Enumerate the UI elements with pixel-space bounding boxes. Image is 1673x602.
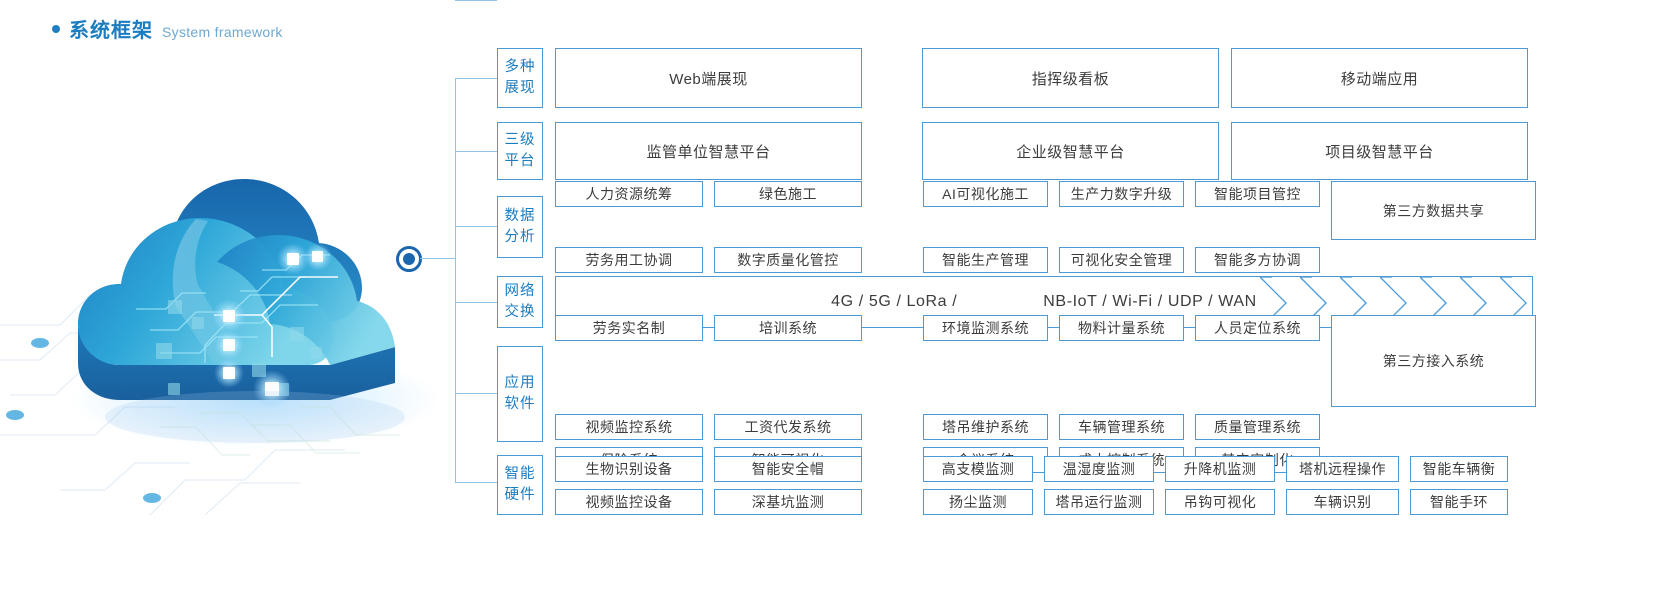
app-left-1-2[interactable]: 培训系统	[714, 315, 862, 341]
page-title: 系统框架 System framework	[52, 14, 283, 43]
row-label-line1: 网络	[504, 282, 536, 299]
branch-line-hardware	[455, 482, 497, 483]
app-mid-1-2[interactable]: 物料计量系统	[1059, 315, 1184, 341]
title-chinese: 系统框架	[69, 20, 153, 42]
branch-line-network	[455, 302, 497, 303]
platform-item-2[interactable]: 企业级智慧平台	[922, 122, 1219, 180]
app-third-party[interactable]: 第三方接入系统	[1331, 315, 1536, 407]
hw-mid-1-1[interactable]: 高支模监测	[923, 455, 1033, 482]
data-mid-1-1[interactable]: AI可视化施工	[923, 181, 1048, 207]
data-mid-2-2[interactable]: 可视化安全管理	[1059, 247, 1184, 273]
hw-mid-2-1[interactable]: 扬尘监测	[923, 488, 1033, 515]
hw-right-1-2[interactable]: 智能车辆衡	[1410, 455, 1508, 482]
data-third-party[interactable]: 第三方数据共享	[1331, 181, 1536, 240]
row-label-presentation: 多种 展现	[497, 48, 543, 108]
branch-line-data-analysis	[455, 0, 497, 1]
network-text-left: 4G / 5G / LoRa /	[831, 293, 958, 310]
hw-mid-1-2[interactable]: 温湿度监测	[1044, 455, 1154, 482]
row-platform: 三级 平台 监管单位智慧平台 企业级智慧平台 项目级智慧平台	[497, 122, 1533, 180]
hw-right-1-1[interactable]: 塔机远程操作	[1286, 455, 1399, 482]
hw-mid-2-3[interactable]: 吊钩可视化	[1165, 488, 1275, 515]
app-mid-2-2[interactable]: 车辆管理系统	[1059, 414, 1184, 440]
app-mid-2-1[interactable]: 塔吊维护系统	[923, 414, 1048, 440]
app-mid-1-3[interactable]: 人员定位系统	[1195, 315, 1320, 341]
row-label-line1: 数据	[504, 207, 536, 224]
row-application-software: 应用 软件 劳务实名制 培训系统 环境监测系统 物料计量系统 人员定位系统 第三…	[497, 315, 1536, 473]
hub-connector-line	[420, 258, 456, 259]
data-mid-1-3[interactable]: 智能项目管控	[1195, 181, 1320, 207]
branch-line-application	[455, 393, 497, 394]
row-label-platform: 三级 平台	[497, 122, 543, 180]
branch-line-data	[455, 226, 497, 227]
data-mid-2-1[interactable]: 智能生产管理	[923, 247, 1048, 273]
branch-line-platform	[455, 151, 497, 152]
presentation-item-2[interactable]: 指挥级看板	[922, 48, 1219, 108]
data-left-1-1[interactable]: 人力资源统筹	[555, 181, 703, 207]
connection-node-icon	[396, 246, 422, 272]
row-label-line1: 智能	[504, 465, 536, 482]
app-left-1-1[interactable]: 劳务实名制	[555, 315, 703, 341]
row-label-line2: 交换	[504, 304, 536, 320]
row-presentation: 多种 展现 Web端展现 指挥级看板 移动端应用	[497, 48, 1533, 108]
data-mid-1-2[interactable]: 生产力数字升级	[1059, 181, 1184, 207]
tree-spine	[455, 78, 456, 482]
data-left-2-2[interactable]: 数字质量化管控	[714, 247, 862, 273]
hw-left-2-2[interactable]: 深基坑监测	[714, 488, 862, 515]
row-label-line1: 多种	[504, 58, 536, 75]
app-mid-2-3[interactable]: 质量管理系统	[1195, 414, 1320, 440]
row-data-analysis: 数据 分析 人力资源统筹 绿色施工 AI可视化施工 生产力数字升级 智能项目管控…	[497, 181, 1536, 273]
row-label-line2: 软件	[504, 396, 536, 412]
row-label-line2: 平台	[504, 153, 536, 169]
presentation-item-3[interactable]: 移动端应用	[1231, 48, 1528, 108]
hw-left-1-2[interactable]: 智能安全帽	[714, 455, 862, 482]
hw-mid-1-3[interactable]: 升降机监测	[1165, 455, 1275, 482]
network-text-right: NB-IoT / Wi-Fi / UDP / WAN	[1043, 293, 1257, 310]
platform-item-1[interactable]: 监管单位智慧平台	[555, 122, 862, 180]
row-label-smart-hardware: 智能 硬件	[497, 455, 543, 515]
cloud-computing-illustration	[0, 95, 470, 515]
bullet-icon	[52, 25, 60, 33]
row-label-network: 网络 交换	[497, 276, 543, 328]
row-label-line2: 分析	[504, 229, 536, 245]
title-english: System framework	[162, 24, 283, 40]
hw-right-2-1[interactable]: 车辆识别	[1286, 488, 1399, 515]
row-smart-hardware: 智能 硬件 生物识别设备 智能安全帽 高支模监测 温湿度监测 升降机监测 塔机远…	[497, 455, 1533, 515]
app-left-2-1[interactable]: 视频监控系统	[555, 414, 703, 440]
row-label-line2: 硬件	[504, 487, 536, 503]
branch-line-presentation	[455, 78, 497, 79]
row-label-line1: 三级	[504, 131, 536, 148]
hw-right-2-2[interactable]: 智能手环	[1410, 488, 1508, 515]
row-label-line1: 应用	[504, 374, 536, 391]
hw-mid-2-2[interactable]: 塔吊运行监测	[1044, 488, 1154, 515]
row-label-application-software: 应用 软件	[497, 346, 543, 442]
hw-left-2-1[interactable]: 视频监控设备	[555, 488, 703, 515]
presentation-item-1[interactable]: Web端展现	[555, 48, 862, 108]
network-flow-arrows	[1258, 276, 1548, 330]
data-mid-2-3[interactable]: 智能多方协调	[1195, 247, 1320, 273]
data-left-1-2[interactable]: 绿色施工	[714, 181, 862, 207]
data-left-2-1[interactable]: 劳务用工协调	[555, 247, 703, 273]
row-label-line2: 展现	[504, 80, 536, 96]
row-label-data-analysis: 数据 分析	[497, 196, 543, 258]
hw-left-1-1[interactable]: 生物识别设备	[555, 455, 703, 482]
app-left-2-2[interactable]: 工资代发系统	[714, 414, 862, 440]
app-mid-1-1[interactable]: 环境监测系统	[923, 315, 1048, 341]
platform-item-3[interactable]: 项目级智慧平台	[1231, 122, 1528, 180]
